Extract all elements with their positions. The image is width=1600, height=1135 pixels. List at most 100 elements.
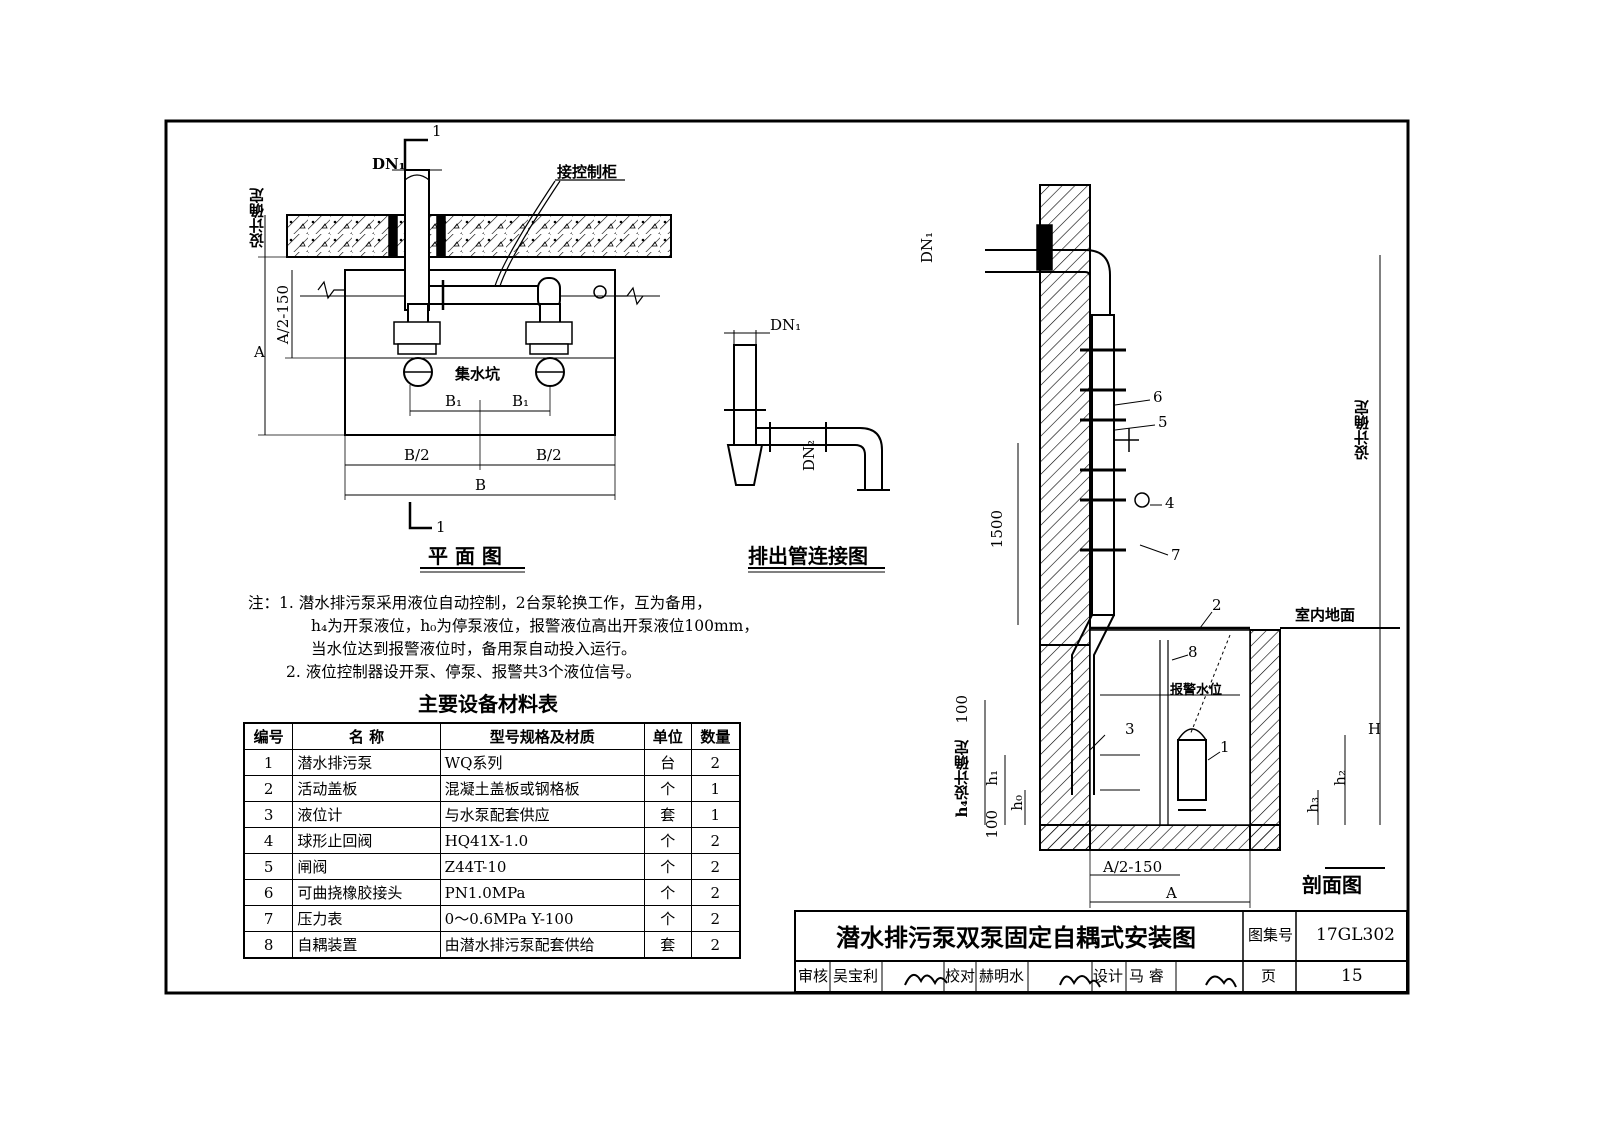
- check-label: 校对: [945, 967, 976, 985]
- section-view: [984, 184, 1400, 908]
- outlet-view: [724, 330, 890, 573]
- cell-unit: 个: [643, 775, 692, 802]
- cell-unit: 个: [643, 905, 692, 932]
- section-100-top: 100: [953, 695, 971, 724]
- plan-sump-label: 集水坑: [455, 365, 501, 383]
- sheet-border: [164, 119, 1410, 995]
- signatures: [904, 974, 1237, 988]
- section-h-label: H: [1368, 720, 1382, 738]
- plan-b1-right: B₁: [512, 392, 530, 410]
- reviewer-signature: [904, 974, 948, 986]
- design-label: 设计: [1093, 967, 1124, 985]
- plan-dn1-label: DN₁: [372, 155, 406, 173]
- header-qty: 数量: [690, 722, 741, 750]
- cell-qty: 1: [690, 775, 741, 802]
- drawing-title: 潜水排污泵双泵固定自耦式安装图: [836, 923, 1196, 952]
- callout-5: 5: [1158, 413, 1168, 431]
- cell-qty: 2: [690, 827, 741, 854]
- callout-3: 3: [1125, 720, 1135, 738]
- title-block-grid: [796, 912, 1406, 991]
- section-h3-label: h₃: [1304, 797, 1322, 813]
- header-spec: 型号规格及材质: [439, 722, 645, 750]
- plan-a-label: A: [254, 343, 265, 361]
- note-line-4: 2. 液位控制器设开泵、停泵、报警共3个液位信号。: [286, 663, 642, 681]
- cell-qty: 2: [690, 931, 741, 959]
- cell-unit: 个: [643, 853, 692, 880]
- title-block: 潜水排污泵双泵固定自耦式安装图 图集号 17GL302 审核 吴宝利 校对 赫明…: [794, 910, 1408, 993]
- cell-spec: 混凝土盖板或钢格板: [439, 775, 645, 802]
- cell-name: 潜水排污泵: [292, 749, 441, 776]
- section-design-label: 设计确定: [1353, 400, 1371, 460]
- cell-name: 闸阀: [292, 853, 441, 880]
- cell-no: 1: [243, 749, 294, 776]
- cell-no: 3: [243, 801, 294, 828]
- cell-qty: 2: [690, 879, 741, 906]
- designer-signature: [1205, 975, 1237, 988]
- cell-name: 压力表: [292, 905, 441, 932]
- checker-name: 赫明水: [979, 967, 1025, 985]
- page-number: 15: [1341, 966, 1363, 986]
- callout-1: 1: [1220, 738, 1230, 756]
- plan-design-label: 设计确定: [248, 188, 266, 248]
- cell-qty: 2: [690, 853, 741, 880]
- outlet-dn1-label: DN₁: [770, 316, 802, 334]
- cell-unit: 个: [643, 879, 692, 906]
- cell-name: 可曲挠橡胶接头: [292, 879, 441, 906]
- plan-riser: [404, 169, 430, 311]
- plan-cabinet-label: 接控制柜: [557, 163, 618, 181]
- cell-qty: 2: [690, 905, 741, 932]
- section-a-label: A: [1166, 884, 1177, 902]
- callout-8: 8: [1188, 643, 1198, 661]
- note-1-text: 1. 潜水排污泵采用液位自动控制，2台泵轮换工作，互为备用，: [279, 594, 712, 612]
- page-label: 页: [1261, 967, 1277, 985]
- section-mark-bottom: 1: [436, 518, 446, 536]
- section-h2-label: h₂: [1331, 770, 1349, 786]
- notes-block: 注：1. 潜水排污泵采用液位自动控制，2台泵轮换工作，互为备用， h₄为开泵液位…: [248, 592, 759, 684]
- cell-no: 2: [243, 775, 294, 802]
- outlet-dn2-label: DN₂: [800, 440, 818, 472]
- cell-name: 球形止回阀: [292, 827, 441, 854]
- cell-name: 液位计: [292, 801, 441, 828]
- plan-b-half-left: B/2: [404, 446, 430, 464]
- section-caption: 剖面图: [1302, 873, 1362, 897]
- cell-spec: 0～0.6MPa Y-100: [439, 905, 645, 932]
- cell-no: 7: [243, 905, 294, 932]
- section-dn1-label: DN₁: [918, 232, 936, 264]
- materials-title: 主要设备材料表: [418, 692, 558, 716]
- atlas-number: 17GL302: [1316, 925, 1395, 945]
- cell-no: 5: [243, 853, 294, 880]
- section-a-half-label: A/2-150: [1103, 858, 1163, 876]
- header-unit: 单位: [643, 722, 692, 750]
- note-line-2: h₄为开泵液位，h₀为停泵液位，报警液位高出开泵液位100mm，: [311, 617, 759, 635]
- reviewer-name: 吴宝利: [833, 967, 879, 985]
- section-floor-label: 室内地面: [1295, 606, 1356, 624]
- callout-6: 6: [1153, 388, 1163, 406]
- checker-signature: [1059, 975, 1101, 988]
- plan-a-half-label: A/2-150: [274, 285, 292, 345]
- plan-view: [258, 138, 672, 573]
- plan-b-label: B: [475, 476, 487, 494]
- callout-2: 2: [1212, 596, 1222, 614]
- cell-unit: 个: [643, 827, 692, 854]
- cell-name: 活动盖板: [292, 775, 441, 802]
- notes-prefix: 注：: [248, 594, 280, 612]
- cell-spec: PN1.0MPa: [439, 879, 645, 906]
- outlet-caption: 排出管连接图: [748, 544, 868, 568]
- section-h0-label: h₀: [1008, 795, 1026, 811]
- plan-wall: [286, 214, 672, 258]
- callout-7: 7: [1171, 546, 1181, 564]
- section-mark-top: 1: [432, 122, 442, 140]
- cell-unit: 套: [643, 801, 692, 828]
- section-1500-label: 1500: [988, 510, 1006, 549]
- cell-spec: 由潜水排污泵配套供给: [439, 931, 645, 959]
- callout-4: 4: [1165, 494, 1175, 512]
- materials-header-row: 编号 名 称 型号规格及材质 单位 数量: [243, 722, 741, 750]
- header-name: 名 称: [292, 722, 441, 750]
- section-h1-label: h₁: [983, 770, 1001, 786]
